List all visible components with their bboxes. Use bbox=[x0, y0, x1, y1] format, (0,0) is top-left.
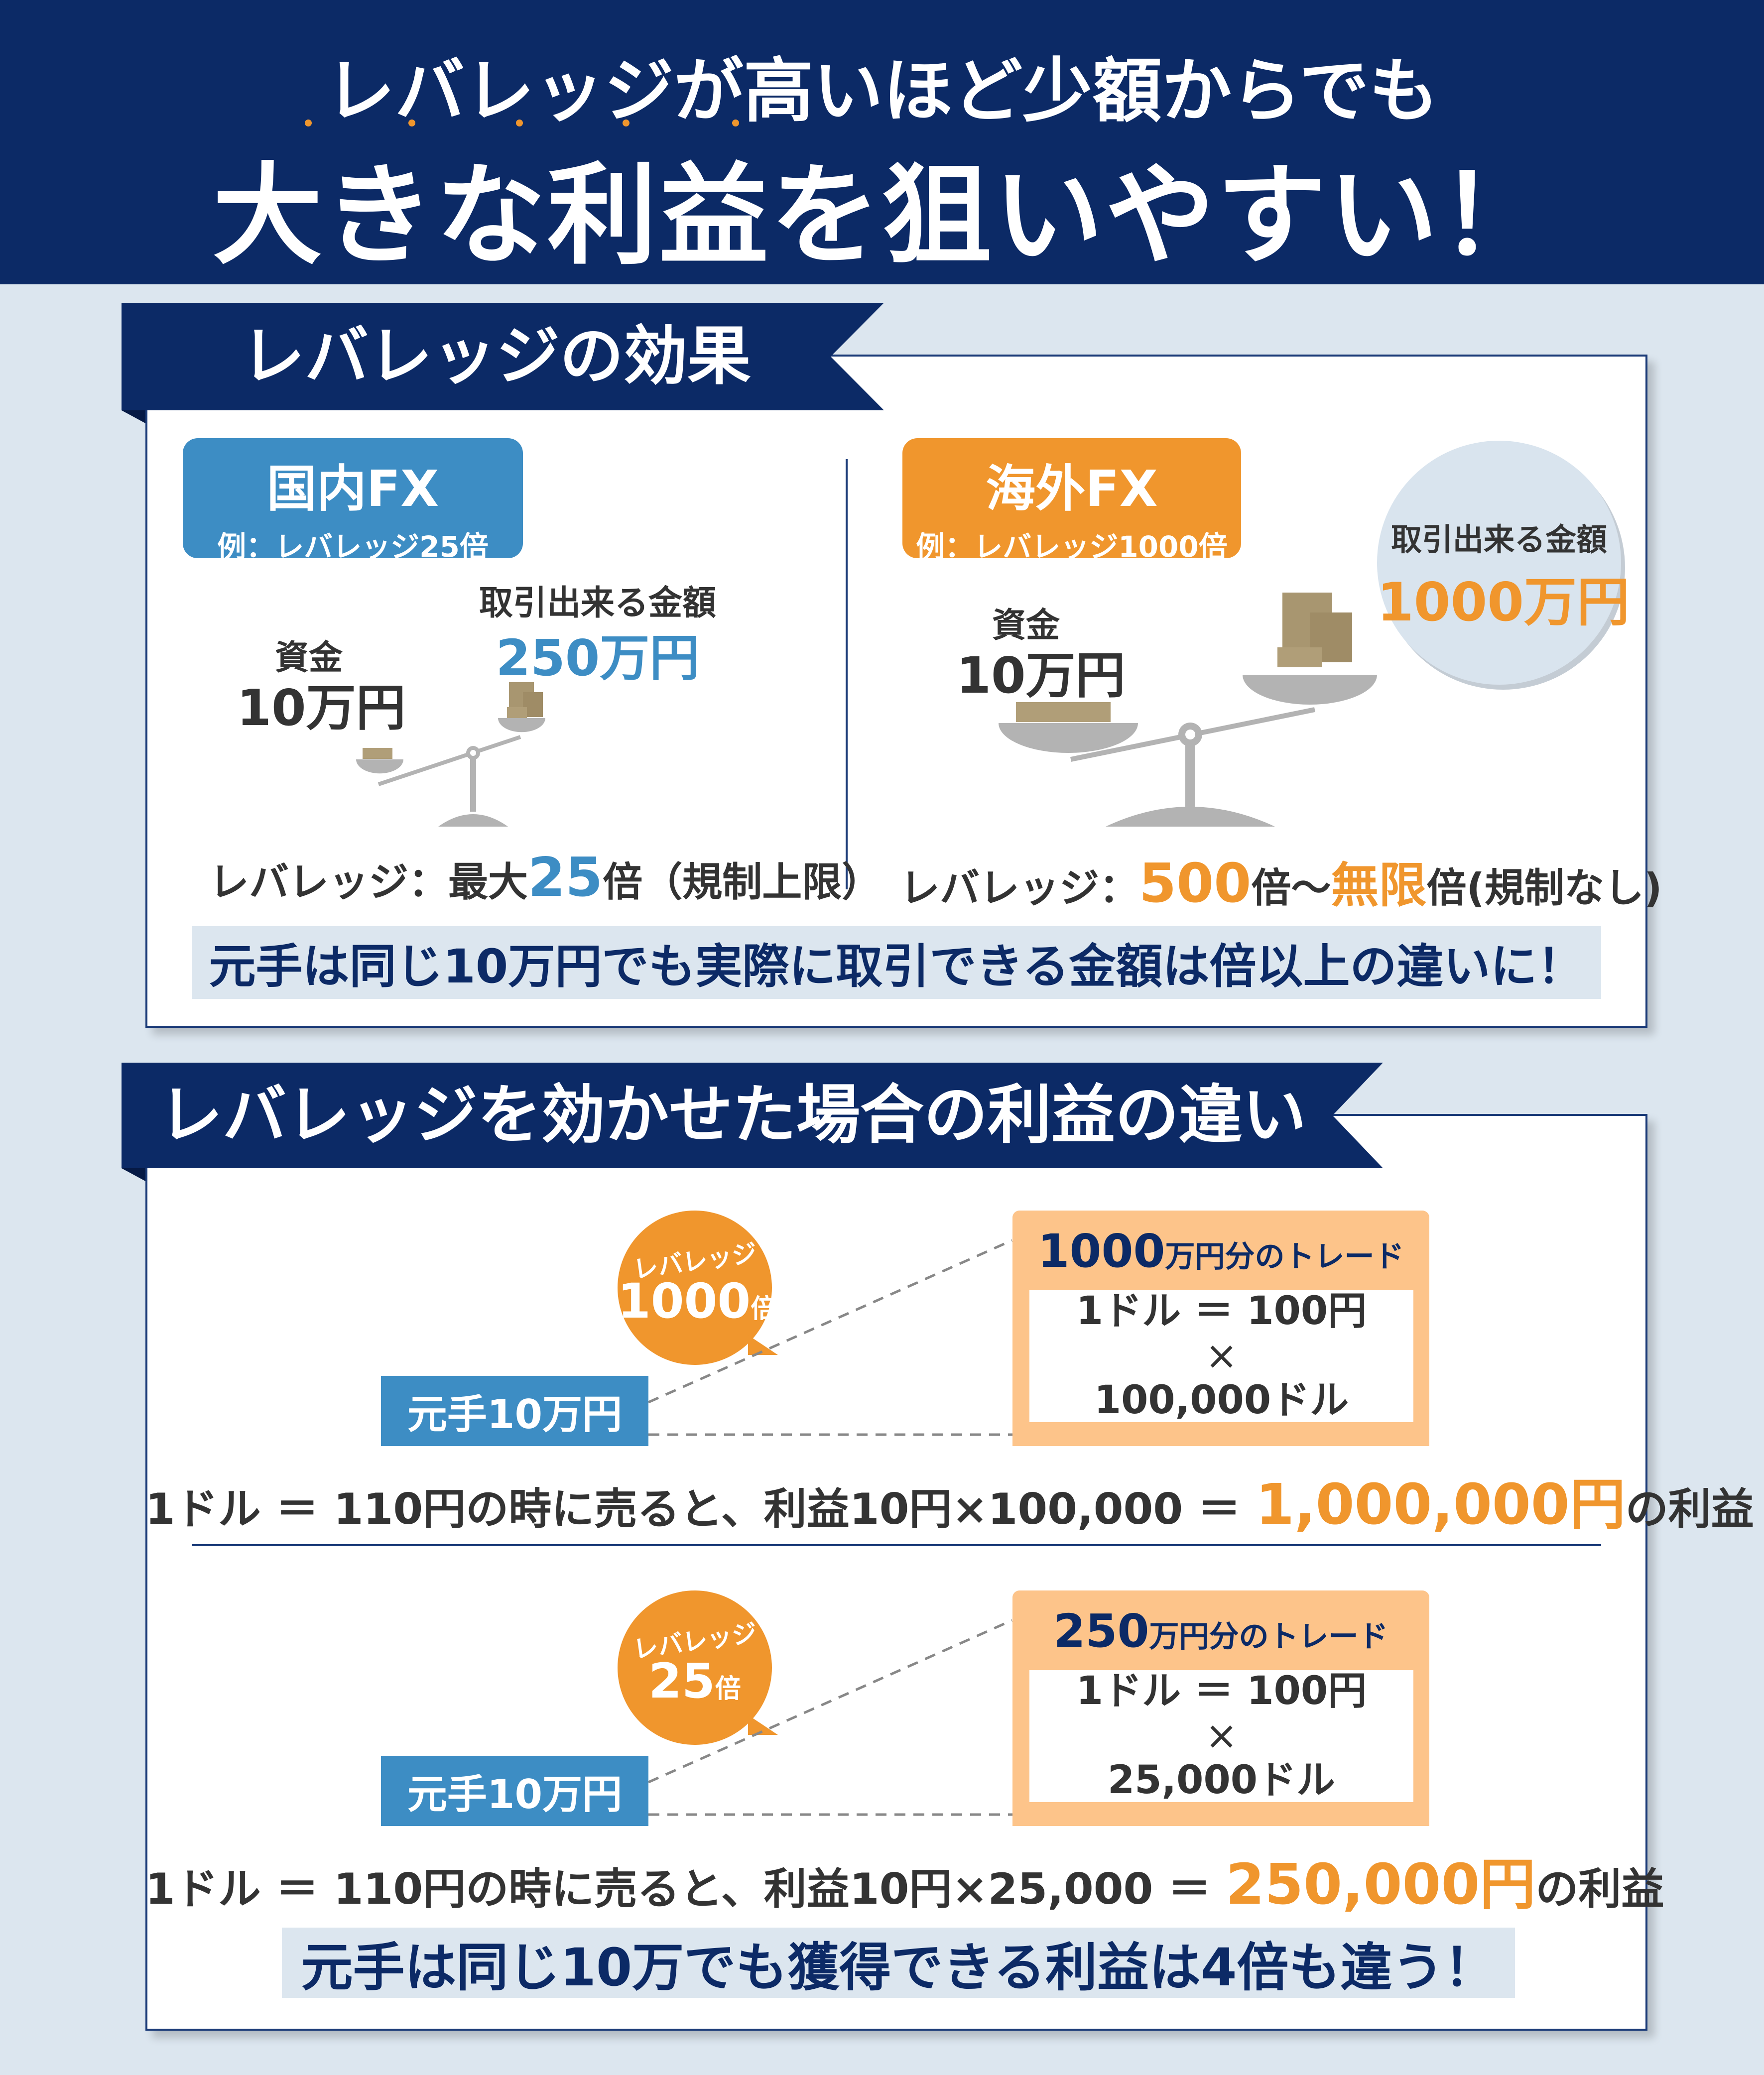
bubble-value: 1000 bbox=[618, 1273, 751, 1329]
times-sign: × bbox=[1205, 1333, 1238, 1378]
trade-suffix: 万円分のトレード bbox=[1149, 1619, 1388, 1654]
emphasis-dot bbox=[408, 120, 415, 126]
emphasis-dot bbox=[305, 120, 312, 126]
leverage-value: 25 bbox=[528, 847, 603, 909]
overseas-fx-name: 海外FX bbox=[986, 460, 1158, 518]
headline-line1: レバレッジが高いほど少額からでも bbox=[325, 51, 1439, 132]
leverage-value-max: 無限 bbox=[1331, 857, 1427, 913]
result-suffix: の利益 bbox=[1625, 1484, 1754, 1534]
rate-text: 1ドル ＝ 100円 bbox=[1076, 1288, 1367, 1334]
section2-summary: 元手は同じ10万でも獲得できる利益は4倍も違う！ bbox=[282, 1928, 1515, 1998]
headline-line2: 大きな利益を狙いやすい！ bbox=[212, 152, 1551, 279]
overseas-fx-tag: 海外FX 例：レバレッジ1000倍 bbox=[902, 438, 1241, 564]
profit-result-line: 1ドル ＝ 110円の時に売ると、利益10円×25,000 ＝ 250,000円… bbox=[145, 1839, 1664, 1920]
ribbon-fold bbox=[122, 1168, 145, 1181]
divider bbox=[846, 459, 848, 889]
section-ribbon: レバレッジの効果 bbox=[122, 303, 884, 410]
capital-label: 元手10万円 bbox=[381, 1756, 648, 1826]
overseas-capital-value: 10万円 bbox=[956, 646, 1126, 705]
capital-label: 元手10万円 bbox=[381, 1376, 648, 1446]
domestic-fx-name: 国内FX bbox=[266, 460, 439, 518]
domestic-tradable-value: 250万円 bbox=[496, 629, 700, 687]
trade-amount-box: 250万円分のトレード 1ドル ＝ 100円 × 25,000ドル bbox=[1012, 1590, 1429, 1826]
leverage-prefix: レバレッジ：最大 bbox=[209, 859, 528, 905]
balance-scale-icon bbox=[356, 682, 545, 827]
leverage-prefix: レバレッジ： bbox=[900, 865, 1139, 911]
section-title: レバレッジを効かせた場合の利益の違い bbox=[159, 1078, 1307, 1152]
leverage-bubble: レバレッジ 25倍 bbox=[618, 1590, 778, 1745]
trade-calculation: 1ドル ＝ 100円 × 25,000ドル bbox=[1029, 1668, 1413, 1803]
summary-text: 元手は同じ10万でも獲得できる利益は4倍も違う！ bbox=[301, 1937, 1496, 1998]
domestic-capital-label: 資金 bbox=[274, 638, 343, 678]
leverage-bubble: レバレッジ 1000倍 bbox=[618, 1211, 778, 1365]
capital-text: 元手10万円 bbox=[407, 1391, 623, 1438]
result-value: 1,000,000円 bbox=[1256, 1472, 1626, 1537]
result-value: 250,000円 bbox=[1226, 1852, 1536, 1917]
trade-amount: 1000 bbox=[1037, 1224, 1165, 1278]
profit-result-line: 1ドル ＝ 110円の時に売ると、利益10円×100,000 ＝ 1,000,0… bbox=[145, 1460, 1754, 1540]
result-prefix: 1ドル ＝ 110円の時に売ると、利益10円×100,000 ＝ bbox=[145, 1484, 1256, 1534]
result-suffix: の利益 bbox=[1535, 1864, 1664, 1914]
section-ribbon: レバレッジを効かせた場合の利益の違い bbox=[122, 1063, 1383, 1168]
divider bbox=[192, 1544, 1601, 1546]
section-title: レバレッジの効果 bbox=[241, 319, 752, 393]
summary-text: 元手は同じ10万円でも実際に取引できる金額は倍以上の違いに！ bbox=[209, 940, 1584, 994]
overseas-tradable-value: 1000万円 bbox=[1377, 572, 1630, 633]
domestic-fx-tag: 国内FX 例：レバレッジ25倍 bbox=[183, 438, 523, 564]
emphasis-dot bbox=[623, 120, 630, 126]
domestic-fx-example: 例：レバレッジ25倍 bbox=[217, 530, 489, 564]
dollar-amount: 100,000ドル bbox=[1094, 1378, 1349, 1423]
section1-summary: 元手は同じ10万円でも実際に取引できる金額は倍以上の違いに！ bbox=[192, 926, 1601, 999]
leverage-value-min: 500 bbox=[1139, 853, 1252, 915]
tradable-amount-circle: 取引出来る金額 1000万円 bbox=[1377, 441, 1630, 685]
connector-lines bbox=[648, 1619, 1014, 1816]
leverage-suffix: 倍(規制なし) bbox=[1426, 865, 1662, 911]
leverage-suffix: 倍（規制上限） bbox=[603, 859, 882, 905]
balance-scale-icon bbox=[999, 593, 1377, 827]
leverage-mid: 倍〜 bbox=[1251, 865, 1331, 911]
ribbon-fold bbox=[122, 410, 145, 423]
header-banner bbox=[0, 0, 1764, 284]
trade-calculation: 1ドル ＝ 100円 × 100,000ドル bbox=[1029, 1288, 1413, 1423]
trade-amount-box: 1000万円分のトレード 1ドル ＝ 100円 × 100,000ドル bbox=[1012, 1211, 1429, 1446]
bubble-value: 25 bbox=[648, 1653, 715, 1709]
domestic-leverage-line: レバレッジ：最大25倍（規制上限） bbox=[209, 847, 882, 909]
overseas-capital-label: 資金 bbox=[992, 606, 1060, 645]
emphasis-dot bbox=[516, 120, 523, 126]
bubble-unit: 倍 bbox=[715, 1674, 741, 1704]
bubble-unit: 倍 bbox=[751, 1294, 777, 1324]
overseas-fx-example: 例：レバレッジ1000倍 bbox=[916, 530, 1228, 564]
dollar-amount: 25,000ドル bbox=[1108, 1758, 1335, 1803]
overseas-tradable-label: 取引出来る金額 bbox=[1390, 521, 1607, 558]
trade-amount: 250 bbox=[1053, 1604, 1149, 1658]
rate-text: 1ドル ＝ 100円 bbox=[1076, 1668, 1367, 1713]
domestic-tradable-label: 取引出来る金額 bbox=[479, 584, 716, 623]
capital-text: 元手10万円 bbox=[407, 1771, 623, 1818]
overseas-leverage-line: レバレッジ：500倍〜無限倍(規制なし) bbox=[900, 847, 1662, 916]
result-prefix: 1ドル ＝ 110円の時に売ると、利益10円×25,000 ＝ bbox=[145, 1864, 1226, 1914]
domestic-capital-value: 10万円 bbox=[237, 679, 406, 737]
times-sign: × bbox=[1205, 1713, 1238, 1758]
trade-suffix: 万円分のトレード bbox=[1165, 1239, 1404, 1274]
emphasis-dot bbox=[732, 120, 739, 126]
connector-lines bbox=[648, 1239, 1014, 1436]
